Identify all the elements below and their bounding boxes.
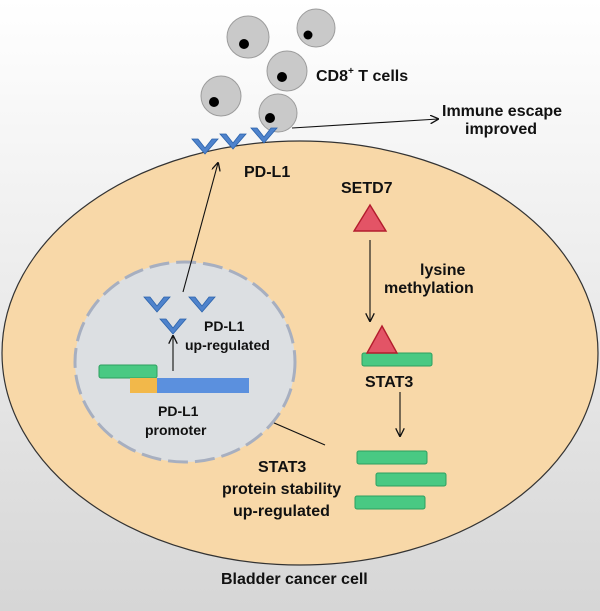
t-cell-nucleus (209, 97, 219, 107)
t-cell-nucleus (277, 72, 287, 82)
t-cell-nucleus (265, 113, 275, 123)
methyl-mark-triangle (365, 324, 399, 354)
setd7-label: SETD7 (341, 180, 393, 197)
pd-l1-receptor-shape (250, 127, 278, 144)
stability-label-line3: up-regulated (233, 503, 330, 520)
immune-escape-arrow (291, 119, 438, 129)
t-cell (200, 75, 242, 117)
pd-l1-receptor-shape (191, 138, 219, 155)
immune-escape-label-line2: improved (465, 121, 537, 138)
t-cell-body (258, 93, 298, 133)
stat3-bar (356, 450, 428, 465)
t-cell (266, 50, 308, 92)
pd-l1-label: PD-L1 (244, 164, 290, 181)
cd8-superscript: + (348, 66, 354, 77)
stat3-label: STAT3 (365, 374, 413, 391)
t-cell (258, 93, 298, 133)
t-cell-body (296, 8, 336, 48)
t-cell (296, 8, 336, 48)
t-cell-body (266, 50, 308, 92)
pd-l1-receptor (188, 296, 216, 313)
t-cell (226, 15, 270, 59)
membrane-pd-l1-receptors (191, 127, 278, 155)
cd8-t-cells-label: CD8+ T cells (316, 66, 408, 85)
pd-l1-promoter-gene (98, 364, 249, 393)
t-cells-text: T cells (354, 68, 408, 85)
bound-stat3-bar (98, 364, 158, 379)
setd7-triangle (352, 203, 388, 232)
pd-l1-receptor-shape (219, 133, 247, 150)
pd-l1-receptor (191, 138, 219, 155)
stat3-bar (354, 495, 426, 510)
lysine-label: lysine (420, 262, 465, 279)
stability-label-line2: protein stability (222, 481, 341, 498)
methylated-stat3 (361, 324, 433, 367)
nuclear-up-regulated-label: up-regulated (185, 337, 270, 353)
stat3-bar (375, 472, 447, 487)
promoter-label-line1: PD-L1 (158, 403, 199, 419)
cell-label: Bladder cancer cell (221, 571, 368, 588)
nuclear-pd-l1-receptors (143, 296, 216, 335)
promoter-segment (130, 378, 157, 393)
bladder-cancer-cell (1, 140, 599, 566)
nucleus (73, 260, 297, 464)
nuclear-pd-l1-label: PD-L1 (204, 318, 245, 334)
gene-segment (157, 378, 249, 393)
t-cell-body (200, 75, 242, 117)
immune-escape-label-line1: Immune escape (442, 103, 562, 120)
pd-l1-receptor (250, 127, 278, 144)
pd-l1-receptor (143, 296, 171, 313)
t-cell-cluster (200, 8, 336, 133)
pd-l1-receptor-shape (159, 318, 187, 335)
pd-l1-receptor (159, 318, 187, 335)
pd-l1-receptor-shape (188, 296, 216, 313)
methylation-label: methylation (384, 280, 474, 297)
promoter-label-line2: promoter (145, 422, 207, 438)
stability-label-line1: STAT3 (258, 459, 306, 476)
pd-l1-receptor-shape (143, 296, 171, 313)
t-cell-nucleus (303, 30, 313, 40)
t-cell-body (226, 15, 270, 59)
stat3-protein-stack (354, 450, 447, 510)
stat3-bar (361, 352, 433, 367)
t-cell-nucleus (239, 39, 249, 49)
pd-l1-translocation-arrow (182, 163, 218, 293)
pd-l1-receptor (219, 133, 247, 150)
cd8-text: CD8 (316, 68, 348, 85)
